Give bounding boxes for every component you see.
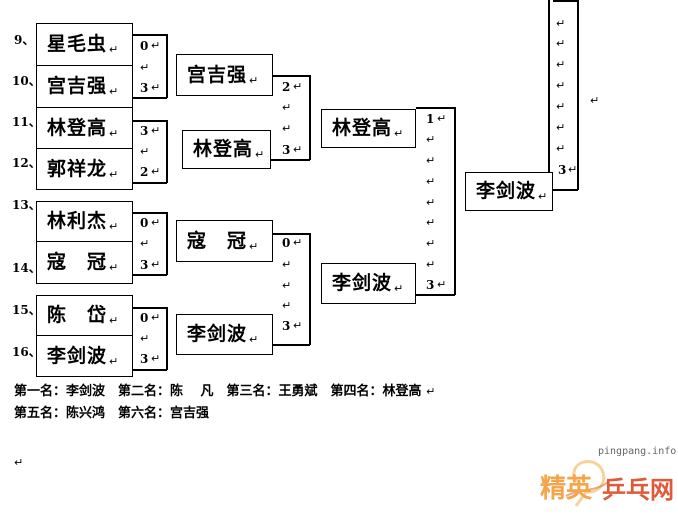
mark: ↵ (151, 258, 161, 271)
mark: ↵ (151, 311, 161, 324)
mark: ↵ (426, 133, 436, 146)
player-box-r2-2: 林登高↵ (182, 130, 271, 169)
paddle-icon (565, 460, 609, 507)
player-box-r1-4: 郭祥龙↵ (36, 148, 133, 190)
player-box-r1-3: 林登高↵ (36, 107, 133, 149)
watermark-text-1: 精英 (540, 474, 593, 504)
player-box-r1-2: 宫吉强↵ (36, 65, 133, 108)
watermark-logo (536, 452, 676, 510)
mark: ↵ (556, 100, 566, 113)
player-box-r1-1: 星毛虫↵ (36, 23, 133, 66)
seed-13: 13、 (12, 198, 41, 212)
mark: ↵ (556, 79, 566, 92)
mark: ↵ (151, 39, 161, 52)
mark: ↵ (426, 175, 436, 188)
seed-15: 15、 (12, 303, 41, 317)
mark: ↵ (282, 101, 292, 114)
mark: ↵ (151, 165, 161, 178)
player-box-r1-6: 寇 冠↵ (36, 241, 133, 284)
mark: ↵ (437, 112, 447, 125)
seed-14: 14、 (12, 261, 41, 275)
mark: ↵ (293, 80, 303, 93)
mark: ↵ (426, 216, 436, 229)
score-r1-m3-bottom: 3 (140, 258, 149, 272)
mark: ↵ (556, 142, 566, 155)
player-box-r1-8: 李剑波↵ (36, 335, 133, 377)
player-box-r3-1: 林登高↵ (321, 109, 416, 148)
mark: ↵ (568, 163, 578, 176)
mark: ↵ (151, 352, 161, 365)
mark: ↵ (426, 258, 436, 271)
seed-10: 10、 (12, 74, 41, 88)
score-r3-bottom: 3 (426, 278, 435, 292)
score-r1-m1-top: 0 (140, 39, 149, 53)
watermark-url: pingpang.info (598, 446, 677, 457)
mark: ↵ (282, 258, 292, 271)
player-box-r2-3: 寇 冠↵ (176, 220, 273, 262)
mark: ↵ (426, 196, 436, 209)
score-r3-top: 1 (426, 112, 435, 126)
score-r2-m1-bottom: 3 (282, 143, 291, 157)
mark: ↵ (426, 154, 436, 167)
player-box-r2-1: 宫吉强↵ (176, 54, 273, 96)
seed-9: 9、 (14, 33, 35, 47)
mark: ↵ (282, 279, 292, 292)
score-r1-m4-top: 0 (140, 311, 149, 325)
mark: ↵ (293, 143, 303, 156)
seed-16: 16、 (12, 345, 41, 359)
score-r2-m2-bottom: 3 (282, 319, 291, 333)
champion-box: 李剑波↵ (465, 172, 553, 211)
mark: ↵ (282, 299, 292, 312)
score-r2-m2-top: 0 (282, 236, 291, 250)
mark: ↵ (282, 122, 292, 135)
mark: ↵ (14, 456, 24, 469)
score-r1-m2-bottom: 2 (140, 165, 149, 179)
mark: ↵ (556, 17, 566, 30)
seed-12: 12、 (12, 156, 41, 170)
mark: ↵ (151, 124, 161, 137)
mark: ↵ (140, 332, 150, 345)
score-r1-m3-top: 0 (140, 216, 149, 230)
player-box-r1-7: 陈 岱↵ (36, 295, 133, 336)
mark: ↵ (151, 81, 161, 94)
mark: ↵ (140, 61, 150, 74)
player-box-r3-2: 李剑波↵ (321, 263, 416, 304)
mark: ↵ (437, 278, 447, 291)
score-final: 3 (558, 163, 567, 177)
score-r2-m1-top: 2 (282, 80, 291, 94)
results-line-2: 第五名：陈兴鸿 第六名：宫吉强 (14, 406, 210, 421)
mark: ↵ (140, 237, 150, 250)
watermark-text-2: 乒乓网 (602, 476, 674, 504)
score-r1-m2-top: 3 (140, 124, 149, 138)
results-line-1: 第一名：李剑波 第二名：陈 凡 第三名：王勇斌 第四名：林登高 ↵ (14, 384, 436, 399)
mark: ↵ (556, 37, 566, 50)
mark: ↵ (556, 121, 566, 134)
player-box-r2-4: 李剑波↵ (176, 314, 273, 355)
score-r1-m4-bottom: 3 (140, 352, 149, 366)
mark: ↵ (556, 58, 566, 71)
mark: ↵ (151, 216, 161, 229)
mark: ↵ (426, 237, 436, 250)
mark: ↵ (140, 145, 150, 158)
seed-11: 11、 (12, 115, 41, 129)
mark: ↵ (293, 319, 303, 332)
player-box-r1-5: 林利杰↵ (36, 201, 133, 242)
mark: ↵ (293, 236, 303, 249)
mark: ↵ (590, 94, 600, 107)
score-r1-m1-bottom: 3 (140, 81, 149, 95)
